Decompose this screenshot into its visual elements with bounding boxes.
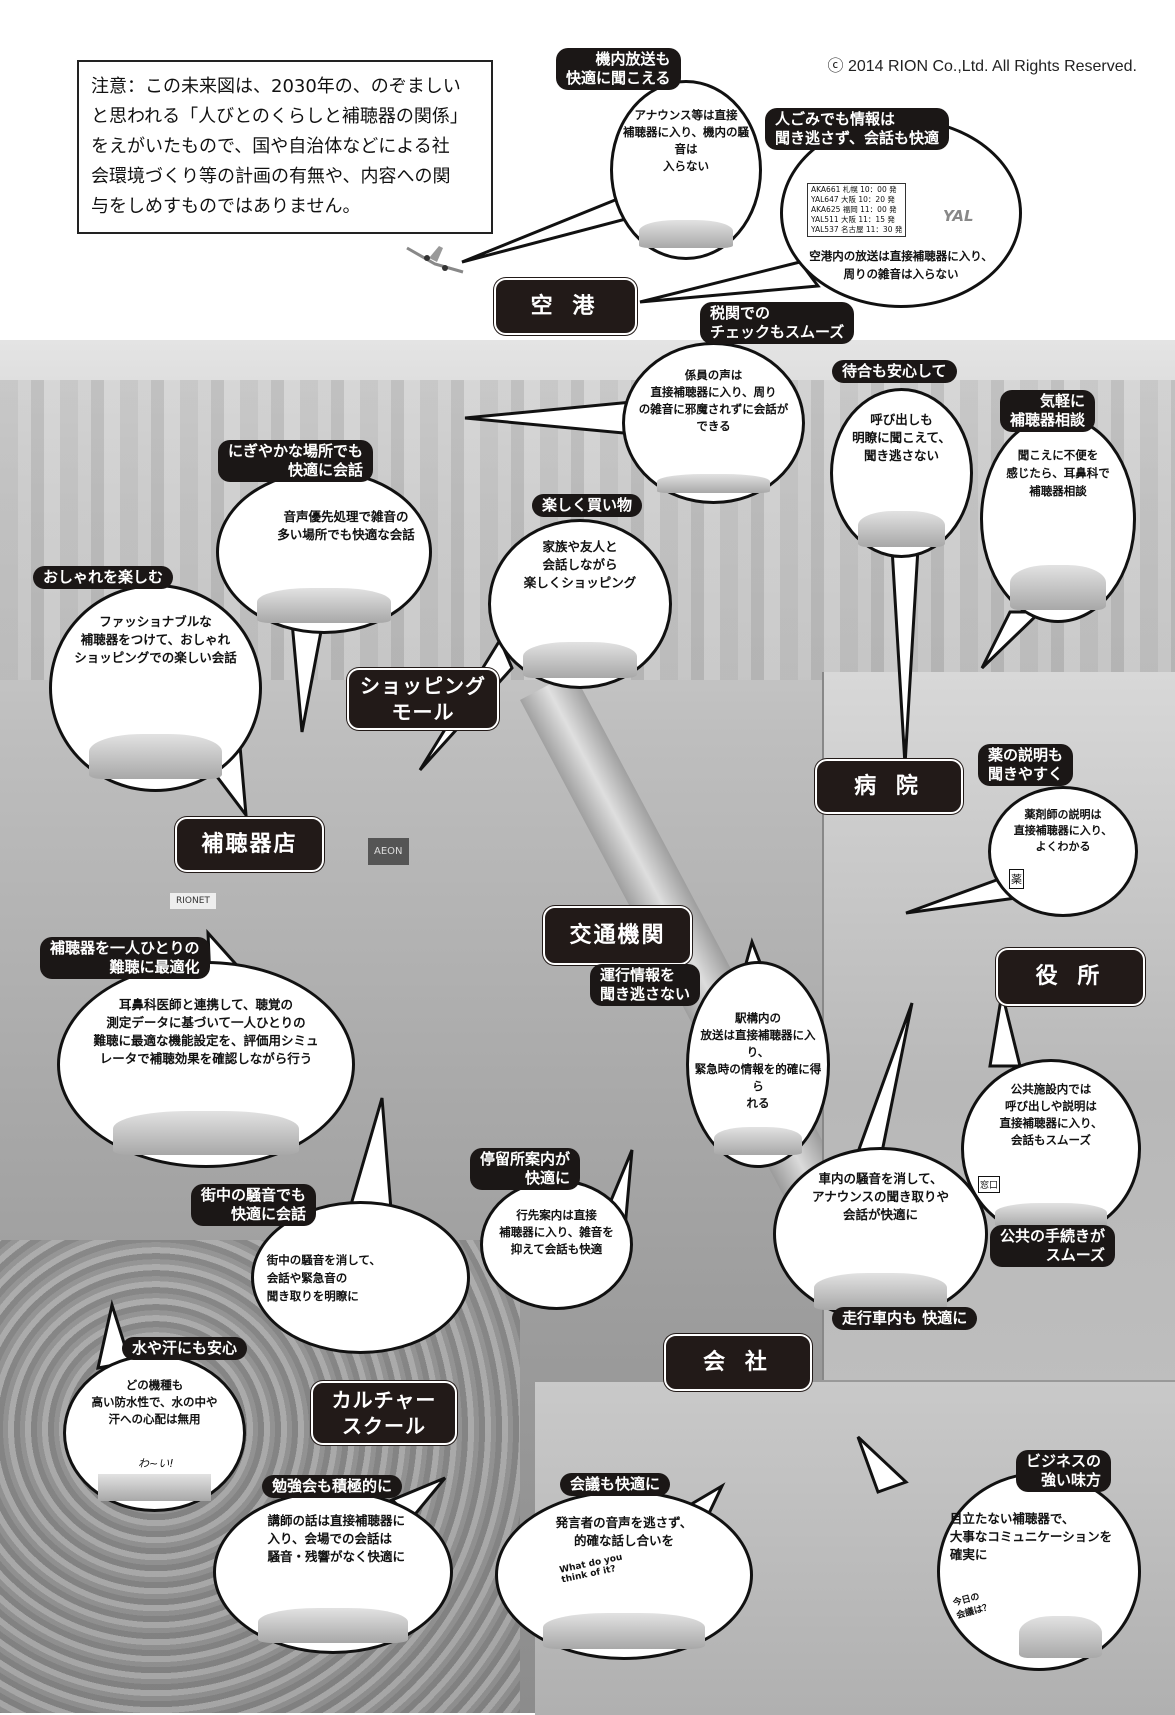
bubble-train: 車内の騒音を消して、 アナウンスの聞き取りや 会話が快適に xyxy=(773,1147,988,1321)
place-label-company: 会 社 xyxy=(664,1334,812,1391)
fitting-illustration xyxy=(112,1110,300,1155)
customs-illustration xyxy=(656,474,771,494)
bubble-tag-fashion: おしゃれを楽しむ xyxy=(33,566,174,589)
shopping-illustration xyxy=(523,641,637,678)
store-sign-aeon: AEON xyxy=(368,838,409,865)
pharmacy-sign: 薬 xyxy=(1009,869,1024,889)
swimmer-shout: わ~い! xyxy=(138,1457,174,1470)
window-sign: 窓口 xyxy=(978,1176,1001,1193)
bubble-fashion: ファッショナブルな 補聴器をつけて、おしゃれ ショッピングでの楽しい会話 xyxy=(49,584,262,792)
bubble-tag-meeting: 会議も快適に xyxy=(560,1473,671,1496)
family-illustration xyxy=(256,588,392,624)
place-label-culture-school: カルチャー スクール xyxy=(311,1381,457,1445)
bubble-tag-train: 走行車内も 快適に xyxy=(832,1307,978,1330)
bubble-tag-bus-stop: 停留所案内が 快適に xyxy=(470,1148,581,1190)
bubble-water: どの機種も 高い防水性で、水の中や 汗への心配は無用わ~い! xyxy=(63,1354,246,1512)
doctor-illustration xyxy=(1010,565,1106,610)
place-label-government-office: 役 所 xyxy=(996,948,1145,1006)
bubble-station: 駅構内の 放送は直接補聴器に入り、 緊急時の情報を的確に得ら れる xyxy=(686,961,830,1168)
store-sign-rionet: RIONET xyxy=(170,893,216,909)
bubble-tag-lively-place: にぎやかな場所でも 快適に会話 xyxy=(218,440,374,482)
bubble-tag-inflight: 機内放送も 快適に聞こえる xyxy=(556,48,681,90)
notice-box: 注意：この未来図は、2030年の、のぞましい と思われる「人びとのくらしと補聴器… xyxy=(77,60,493,234)
bubble-tag-street: 街中の騒音でも 快適に会話 xyxy=(191,1184,317,1226)
business-illustration xyxy=(1019,1615,1103,1659)
waiting-patients-illustration xyxy=(857,510,946,547)
bubble-inflight: アナウンス等は直接 補聴器に入り、機内の騒音は 入らない xyxy=(610,80,762,260)
meeting-speech: What do you think of it? xyxy=(558,1552,624,1586)
bubble-tag-waiting-room: 待合も安心して xyxy=(832,360,957,383)
bubble-tag-water: 水や汗にも安心 xyxy=(122,1337,248,1360)
place-label-hospital: 病 院 xyxy=(815,759,963,814)
bubble-tag-customs: 税関での チェックもスムーズ xyxy=(700,302,855,344)
queue-illustration xyxy=(995,1202,1107,1228)
swimmer-illustration xyxy=(97,1474,212,1502)
bubble-medicine: 薬剤師の説明は 直接補聴器に入り、 よくわかる薬 xyxy=(988,786,1138,917)
fashion-illustration xyxy=(89,734,222,779)
bubble-study: 講師の話は直接補聴器に 入り、会場での会話は 騒音・残響がなく快適に xyxy=(213,1490,453,1654)
copyright: ⓒ 2014 RION Co.,Ltd. All Rights Reserved… xyxy=(827,58,1137,75)
bubble-public-office: 公共施設内では 呼び出しや説明は 直接補聴器に入り、 会話もスムーズ窓口 xyxy=(961,1059,1141,1239)
bubble-customs: 係員の声は 直接補聴器に入り、周り の雑音に邪魔されずに会話が できる xyxy=(622,342,805,504)
bubble-business: 目立たない補聴器で、 大事なコミュニケーションを 確実に今日の 会議は？ xyxy=(937,1472,1141,1671)
passenger-illustration xyxy=(639,220,733,249)
bubble-lively-place: 音声優先処理で雑音の 多い場所でも快適な会話 xyxy=(216,470,432,634)
place-label-shopping-mall: ショッピング モール xyxy=(347,668,499,730)
crowd-illustration xyxy=(713,1126,803,1155)
meeting-illustration xyxy=(543,1612,705,1649)
airplane-icon xyxy=(406,246,464,274)
train-passengers-illustration xyxy=(813,1272,948,1310)
bubble-tag-crowd: 人ごみでも情報は 聞き逃さず、会話も快適 xyxy=(765,108,949,150)
bubble-tag-medicine: 薬の説明も 聞きやすく xyxy=(978,744,1074,786)
place-label-airport: 空 港 xyxy=(494,278,637,335)
bubble-consultation: 聞こえに不便を 感じたら、耳鼻科で 補聴器相談 xyxy=(980,415,1136,623)
bubble-waiting-room: 呼び出しも 明瞭に聞こえて、 聞き逃さない xyxy=(830,388,973,558)
bubble-tag-public-office: 公共の手続きが スムーズ xyxy=(990,1225,1116,1267)
lecture-illustration xyxy=(258,1608,408,1644)
bubble-bus-stop: 行先案内は直接 補聴器に入り、雑音を 抑えて会話も快適 xyxy=(480,1179,633,1310)
bubble-fitting: 耳鼻科医師と連携して、聴覚の 測定データに基づいて一人ひとりの 難聴に最適な機能… xyxy=(57,961,355,1168)
place-label-transport: 交通機関 xyxy=(543,906,692,965)
bubble-tag-fitting: 補聴器を一人ひとりの 難聴に最適化 xyxy=(40,937,210,979)
bubble-tag-study: 勉強会も積極的に xyxy=(262,1475,403,1498)
bubble-tag-business: ビジネスの 強い味方 xyxy=(1016,1450,1112,1492)
place-label-hearing-aid-store: 補聴器店 xyxy=(175,817,324,872)
bubble-street: 街中の騒音を消して、 会話や緊急音の 聞き取りを明瞭に xyxy=(251,1201,470,1354)
bubble-tag-consultation: 気軽に 補聴器相談 xyxy=(1000,390,1096,432)
bubble-tag-station: 運行情報を 聞き逃さない xyxy=(590,964,701,1006)
bubble-shopping: 家族や友人と 会話しながら 楽しくショッピング xyxy=(488,519,672,689)
bubble-tag-shopping: 楽しく買い物 xyxy=(532,494,643,517)
airline-counter-sign: YAL xyxy=(943,207,974,225)
business-speech: 今日の 会議は？ xyxy=(952,1592,993,1622)
